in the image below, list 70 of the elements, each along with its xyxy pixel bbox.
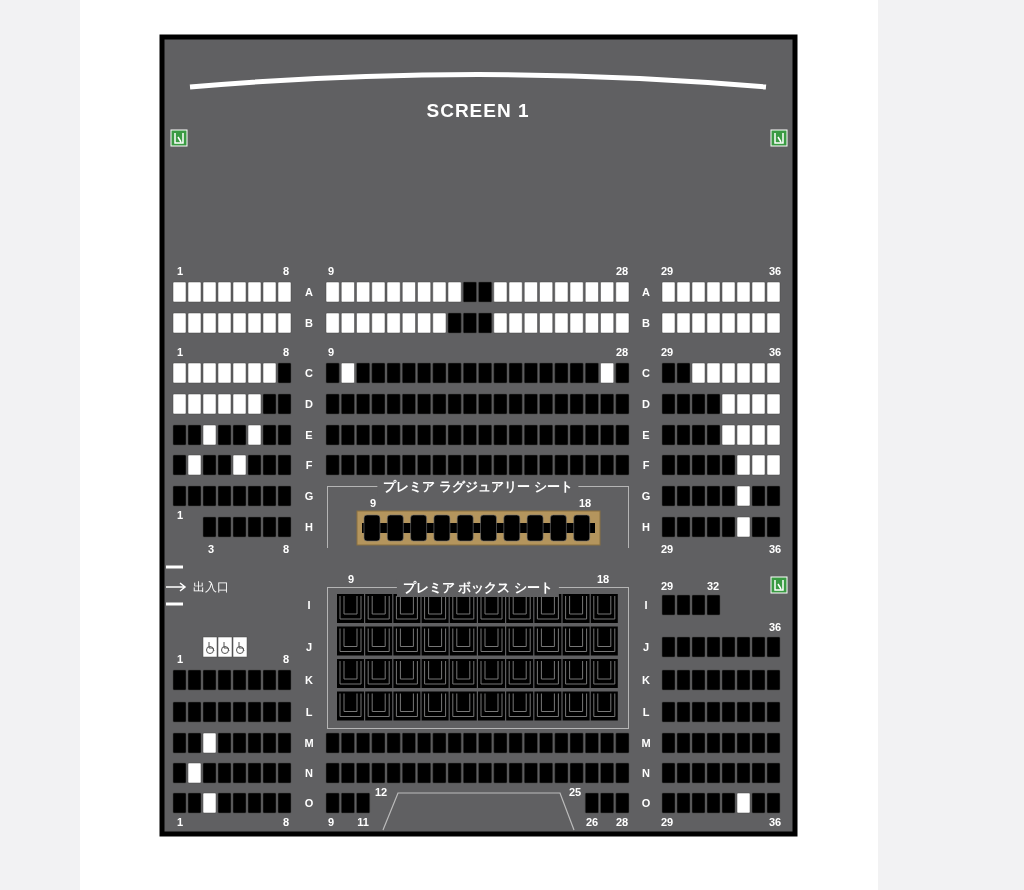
seat-number: 3 <box>207 543 215 555</box>
row-letter: I <box>307 599 311 611</box>
row-letter: L <box>305 706 313 718</box>
seat-number: 18 <box>596 573 610 585</box>
seat-number: 12 <box>374 786 388 798</box>
seat-number: 36 <box>768 346 782 358</box>
seat-number: 28 <box>615 265 629 277</box>
row-letter: A <box>305 286 313 298</box>
row-letter: D <box>305 398 313 410</box>
screen-title: SCREEN 1 <box>426 100 530 122</box>
section-title: プレミア ボックス シート <box>396 579 560 597</box>
seat-number: 28 <box>615 816 629 828</box>
row-letter: B <box>642 317 650 329</box>
row-letter: E <box>305 429 313 441</box>
row-letter: K <box>642 674 650 686</box>
seat-number: 36 <box>768 265 782 277</box>
row-letter: D <box>642 398 650 410</box>
seat-number: 29 <box>660 265 674 277</box>
row-letter: J <box>642 641 650 653</box>
row-letter: H <box>305 521 313 533</box>
row-letter: F <box>305 459 313 471</box>
seat-number: 8 <box>282 346 290 358</box>
seat-number: 9 <box>327 346 335 358</box>
row-letter: F <box>642 459 650 471</box>
seat-number: 36 <box>768 543 782 555</box>
section-title: プレミア ラグジュアリー シート <box>377 478 579 496</box>
seat-number: 36 <box>768 621 782 633</box>
seat-number: 1 <box>176 816 184 828</box>
seat-number: 9 <box>327 816 335 828</box>
seat-number: 36 <box>768 816 782 828</box>
row-letter: C <box>305 367 313 379</box>
row-letter: H <box>642 521 650 533</box>
seat-number: 26 <box>585 816 599 828</box>
row-letter: A <box>642 286 650 298</box>
row-letter: L <box>642 706 650 718</box>
seat-number: 29 <box>660 543 674 555</box>
seat-number: 32 <box>706 580 720 592</box>
row-letter: G <box>641 490 651 502</box>
row-letter: O <box>304 797 314 809</box>
row-letter: M <box>641 737 651 749</box>
seat-number: 1 <box>176 346 184 358</box>
row-letter: J <box>305 641 313 653</box>
seat-number: 9 <box>327 265 335 277</box>
row-letter: N <box>642 767 650 779</box>
seat-number: 29 <box>660 816 674 828</box>
seat-number: 8 <box>282 265 290 277</box>
seat-number: 25 <box>568 786 582 798</box>
row-letter: M <box>304 737 314 749</box>
seat-number: 18 <box>578 497 592 509</box>
seat-number: 1 <box>176 653 184 665</box>
row-letter: N <box>305 767 313 779</box>
row-letter: G <box>304 490 314 502</box>
row-letter: B <box>305 317 313 329</box>
seat-number: 8 <box>282 816 290 828</box>
row-letter: I <box>644 599 648 611</box>
row-letter: E <box>642 429 650 441</box>
seat-number: 28 <box>615 346 629 358</box>
seat-number: 8 <box>282 653 290 665</box>
seat-number: 9 <box>347 573 355 585</box>
entrance-label: 出入口 <box>193 581 229 593</box>
seat-number: 8 <box>282 543 290 555</box>
row-letter: C <box>642 367 650 379</box>
seat-number: 29 <box>660 346 674 358</box>
seat-number: 29 <box>660 580 674 592</box>
seat-number: 11 <box>357 816 369 828</box>
row-letter: K <box>305 674 313 686</box>
seat-number: 9 <box>369 497 377 509</box>
seat-number: 1 <box>176 509 184 521</box>
seat-number: 1 <box>176 265 184 277</box>
row-letter: O <box>641 797 651 809</box>
